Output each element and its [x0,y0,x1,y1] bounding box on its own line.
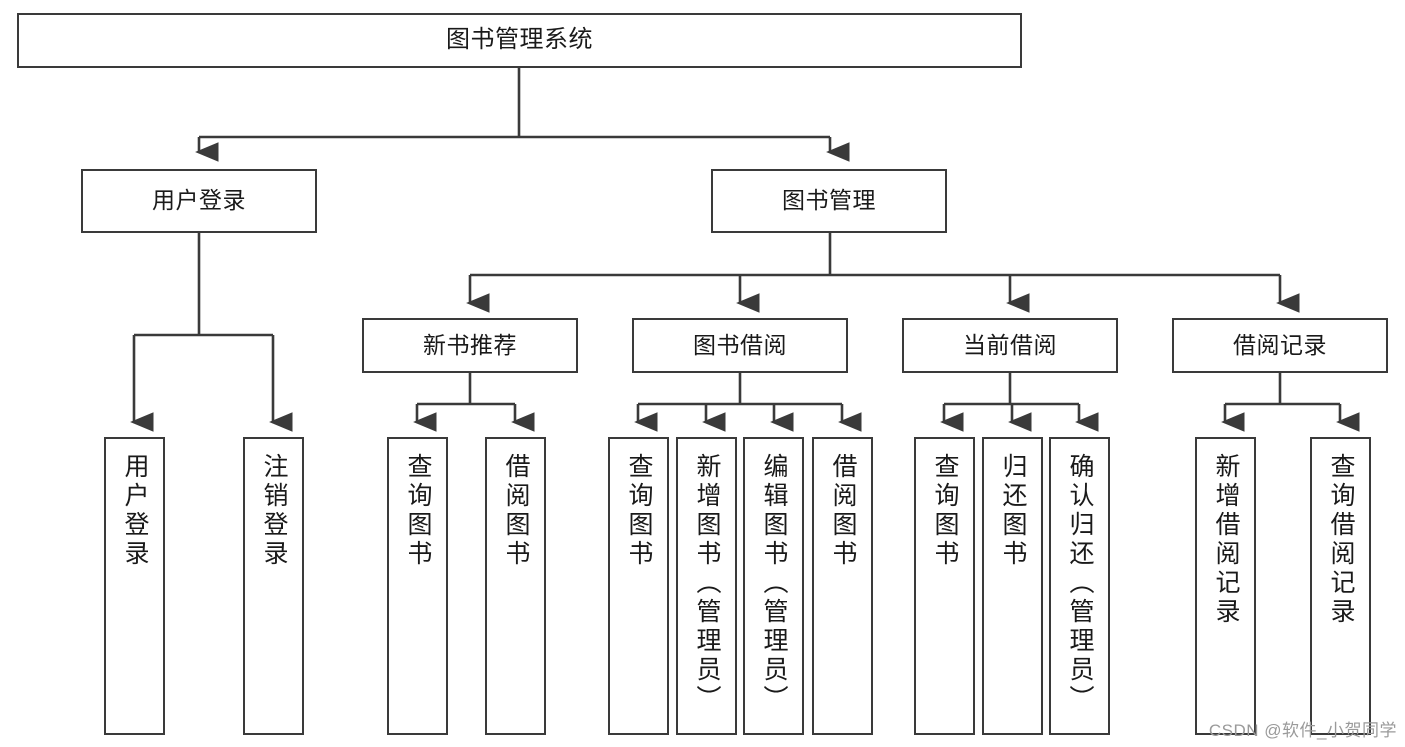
node-book-management-label: 图书管理 [782,187,876,214]
watermark-text: CSDN @软件_小贺同学 [1208,721,1397,740]
node-leaf-logout[interactable]: 注销登录 [243,437,304,735]
node-borrow-record-label: 借阅记录 [1233,331,1327,358]
node-book-borrow[interactable]: 图书借阅 [632,318,848,373]
node-leaf-edit-book-label: 编辑图书（管理员） [760,453,788,714]
node-leaf-query-book-1-label: 查询图书 [404,453,432,569]
node-leaf-query-book-3-label: 查询图书 [931,453,959,569]
node-leaf-edit-book[interactable]: 编辑图书（管理员） [743,437,804,735]
node-new-book-recommend[interactable]: 新书推荐 [362,318,578,373]
node-book-borrow-label: 图书借阅 [693,331,787,358]
node-leaf-add-record[interactable]: 新增借阅记录 [1195,437,1256,735]
node-leaf-return-book-label: 归还图书 [999,453,1027,569]
node-leaf-logout-label: 注销登录 [260,453,288,569]
node-leaf-query-record[interactable]: 查询借阅记录 [1310,437,1371,735]
node-leaf-confirm-return[interactable]: 确认归还（管理员） [1049,437,1110,735]
node-book-management[interactable]: 图书管理 [711,169,947,233]
node-leaf-query-book-3[interactable]: 查询图书 [914,437,975,735]
node-leaf-add-record-label: 新增借阅记录 [1212,453,1240,627]
node-leaf-query-record-label: 查询借阅记录 [1327,453,1355,627]
node-leaf-borrow-book-2[interactable]: 借阅图书 [812,437,873,735]
node-leaf-add-book[interactable]: 新增图书（管理员） [676,437,737,735]
node-leaf-confirm-return-label: 确认归还（管理员） [1066,453,1094,714]
node-leaf-borrow-book-1-label: 借阅图书 [502,453,530,569]
node-leaf-user-login-label: 用户登录 [121,453,149,569]
node-leaf-user-login[interactable]: 用户登录 [104,437,165,735]
node-root[interactable]: 图书管理系统 [17,13,1022,68]
node-leaf-return-book[interactable]: 归还图书 [982,437,1043,735]
node-leaf-query-book-2-label: 查询图书 [625,453,653,569]
node-borrow-record[interactable]: 借阅记录 [1172,318,1388,373]
node-user-login-label: 用户登录 [152,187,246,214]
node-leaf-query-book-1[interactable]: 查询图书 [387,437,448,735]
node-leaf-add-book-label: 新增图书（管理员） [693,453,721,714]
node-leaf-query-book-2[interactable]: 查询图书 [608,437,669,735]
node-current-borrow-label: 当前借阅 [963,331,1057,358]
node-current-borrow[interactable]: 当前借阅 [902,318,1118,373]
node-leaf-borrow-book-2-label: 借阅图书 [829,453,857,569]
node-root-label: 图书管理系统 [446,26,593,54]
node-leaf-borrow-book-1[interactable]: 借阅图书 [485,437,546,735]
node-new-book-recommend-label: 新书推荐 [423,331,517,358]
node-user-login[interactable]: 用户登录 [81,169,317,233]
